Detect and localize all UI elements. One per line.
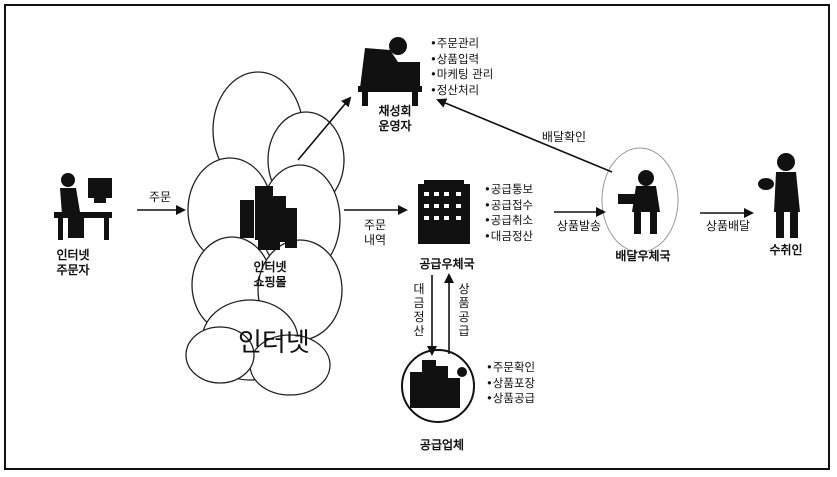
payment-settlement-edge-label: 대금정산 bbox=[413, 282, 425, 338]
recipient-label: 수취인 bbox=[769, 243, 803, 257]
supply-post-label: 공급우체국 bbox=[419, 257, 475, 271]
supplier-label: 공급업체 bbox=[419, 438, 465, 452]
internet-cloud bbox=[185, 71, 345, 396]
shopping-mall-label: 인터넷 쇼핑몰 bbox=[242, 260, 298, 290]
supply-post-task-1: •공급통보 bbox=[484, 182, 534, 196]
operator-task-3: •마케팅 관리 bbox=[430, 67, 494, 81]
shopping-mall-line-2: 쇼핑몰 bbox=[253, 275, 287, 289]
order-details-line-2: 내역 bbox=[363, 233, 387, 247]
internet-orderer-line-2: 주문자 bbox=[56, 263, 90, 277]
orderer-icon bbox=[54, 173, 112, 240]
shopping-mall-icon bbox=[240, 186, 297, 250]
supplier-task-3: •상품공급 bbox=[486, 391, 536, 405]
delivery-post-label: 배달우체국 bbox=[615, 249, 671, 263]
order-details-edge-label: 주문 내역 bbox=[355, 218, 395, 248]
supply-post-task-list: •공급통보 •공급접수 •공급취소 •대금정산 bbox=[484, 182, 533, 244]
supplier-task-list: •주문확인 •상품포장 •상품공급 bbox=[486, 360, 535, 407]
operator-task-1: •주문관리 bbox=[430, 36, 480, 50]
operator-label: 채성회 운영자 bbox=[370, 104, 420, 134]
product-shipping-edge-label: 상품발송 bbox=[556, 219, 602, 233]
supply-post-task-4: •대금정산 bbox=[484, 228, 534, 243]
operator-line-2: 운영자 bbox=[378, 119, 412, 133]
supplier-task-1: •주문확인 bbox=[486, 360, 536, 374]
delivery-post-icon bbox=[601, 147, 679, 253]
order-edge-label: 주문 bbox=[148, 190, 172, 204]
internet-orderer-label: 인터넷 주문자 bbox=[48, 248, 98, 278]
recipient-icon bbox=[758, 153, 800, 238]
order-details-line-1: 주문 bbox=[363, 218, 387, 232]
diagram-frame bbox=[4, 4, 830, 470]
arrow-mall-to-operator bbox=[297, 96, 352, 161]
shopping-mall-line-1: 인터넷 bbox=[253, 260, 287, 274]
arrow-delivery-confirm bbox=[436, 98, 613, 173]
delivery-confirm-edge-label: 배달확인 bbox=[541, 130, 587, 144]
supplier-task-2: •상품포장 bbox=[486, 375, 536, 390]
supply-post-icon bbox=[418, 180, 470, 244]
product-supply-edge-label: 상품공급 bbox=[458, 282, 470, 338]
supply-post-task-3: •공급취소 bbox=[484, 213, 534, 227]
internet-cloud-label: 인터넷 bbox=[238, 328, 310, 358]
operator-task-4: •정산처리 bbox=[430, 82, 480, 97]
operator-task-list: •주문관리 •상품입력 •마케팅 관리 •정산처리 bbox=[430, 36, 493, 98]
product-delivery-edge-label: 상품배달 bbox=[705, 219, 751, 233]
operator-line-1: 채성회 bbox=[378, 104, 412, 118]
supply-post-task-2: •공급접수 bbox=[484, 197, 534, 212]
operator-task-2: •상품입력 bbox=[430, 51, 480, 66]
operator-icon bbox=[358, 37, 422, 106]
internet-orderer-line-1: 인터넷 bbox=[56, 248, 90, 262]
supplier-icon bbox=[401, 349, 475, 423]
